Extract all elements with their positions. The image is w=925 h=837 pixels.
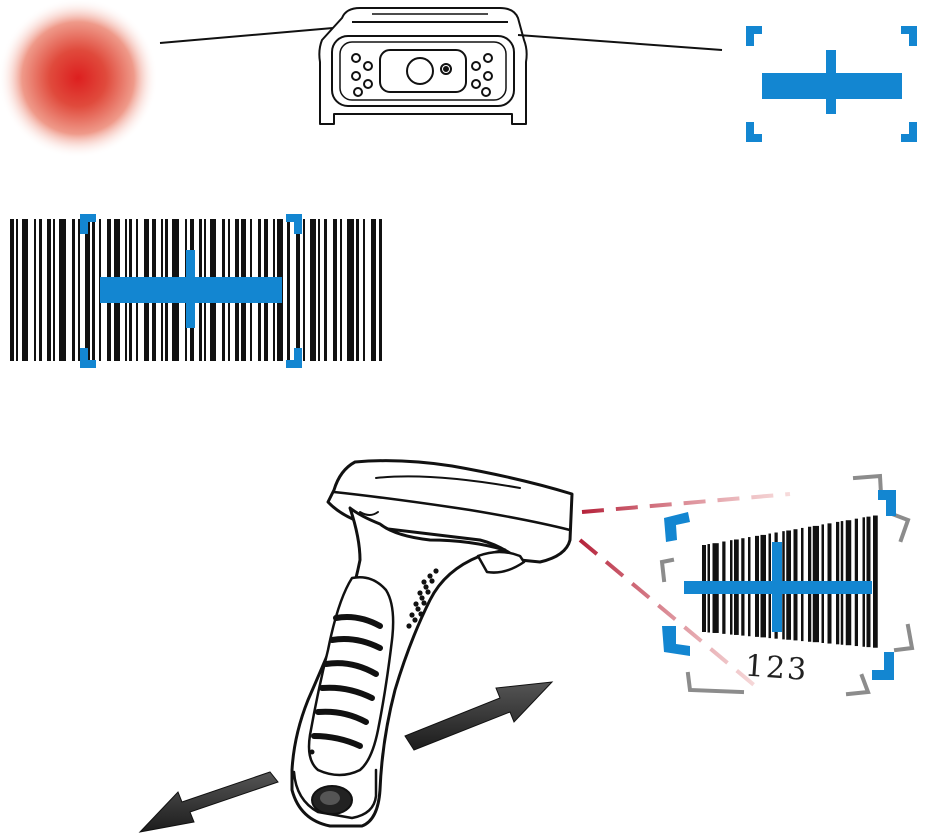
barcode-bar <box>356 219 359 361</box>
arrow-up-right <box>405 682 552 750</box>
barcode-bar <box>324 219 327 361</box>
barcode-bar <box>347 219 354 361</box>
barcode-bar <box>379 219 382 361</box>
barcode-bar <box>10 219 14 361</box>
barcode-bar <box>371 219 376 361</box>
barcode-bar <box>78 219 80 361</box>
barcode-bar <box>39 219 42 361</box>
fixed-mount-scanner-icon <box>319 8 526 124</box>
aiming-dot-icon <box>0 0 158 158</box>
barcode-bar <box>85 219 90 361</box>
barcode-bar <box>340 219 342 361</box>
barcode-bar <box>303 219 305 361</box>
barcode-bar <box>53 219 55 361</box>
aim-line-left <box>160 28 333 43</box>
barcode-bar <box>363 219 365 361</box>
barcode-number-label: 123 <box>744 649 810 688</box>
barcode-bar <box>333 219 337 361</box>
handheld-scanner-icon <box>292 461 572 826</box>
barcode-bar <box>296 219 300 361</box>
barcode-bar <box>72 219 75 361</box>
aiming-crosshair-icon <box>746 26 917 142</box>
angled-barcode-target: 123 <box>662 476 912 694</box>
barcode-bar <box>47 219 51 361</box>
barcode-bar <box>34 219 36 361</box>
barcode-bar <box>287 219 290 361</box>
barcode-bar <box>22 219 28 361</box>
arrow-down-left <box>140 772 278 832</box>
barcode-bar <box>16 219 18 361</box>
barcode-bar <box>318 219 320 361</box>
barcode-bar <box>873 516 878 648</box>
barcode-bar <box>92 219 95 361</box>
barcode-icon <box>10 214 382 368</box>
barcode-bar <box>310 219 316 361</box>
barcode-bar <box>59 219 66 361</box>
aim-line-right <box>518 35 722 50</box>
